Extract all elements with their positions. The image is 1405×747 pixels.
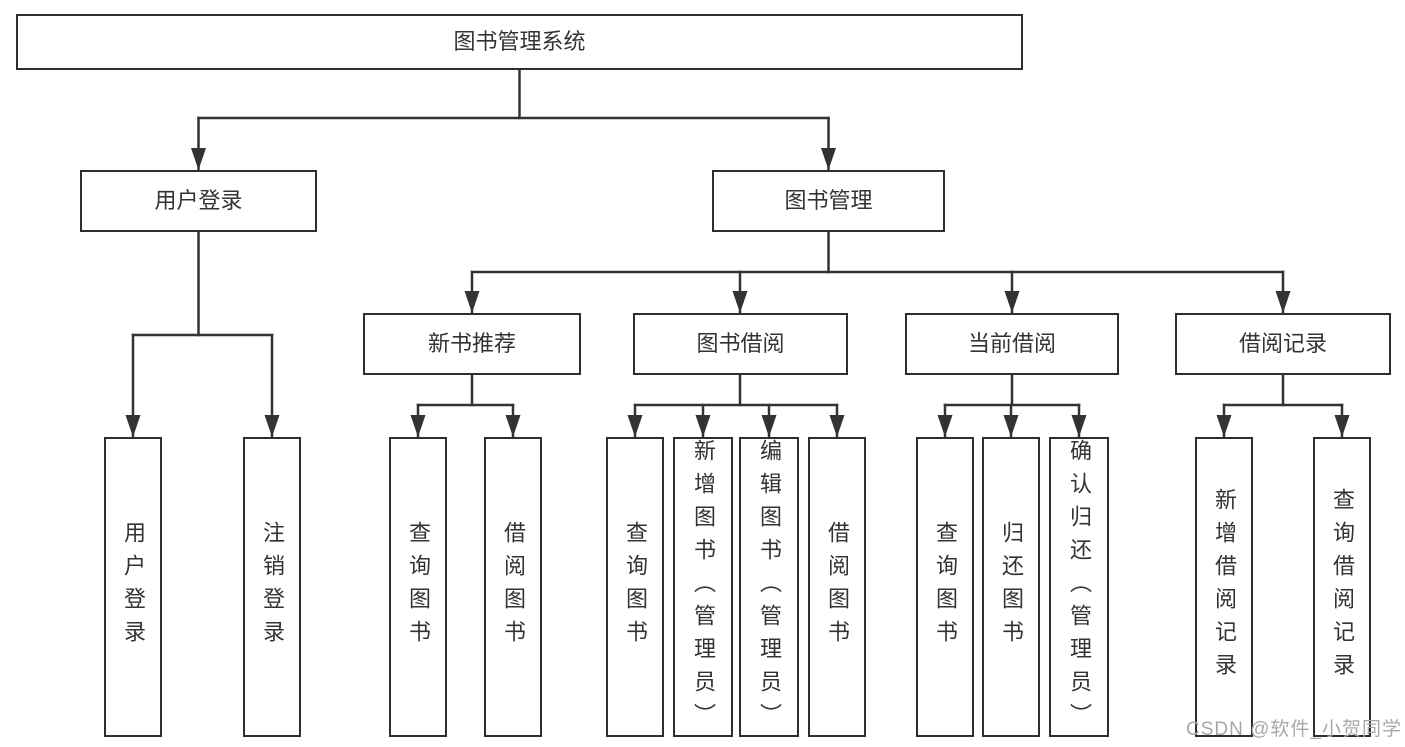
csdn-watermark: CSDN @软件_小贺同学 xyxy=(1186,719,1402,740)
leaf-add-borrow-record: 新增借阅记录 xyxy=(1195,437,1253,737)
leaf-query-books-current: 查询图书 xyxy=(916,437,974,737)
leaf-confirm-return-admin: 确认归还（管理员） xyxy=(1049,437,1109,737)
node-label: 编辑图书（管理员） xyxy=(757,439,782,736)
node-label: 图书管理系统 xyxy=(453,29,586,54)
leaf-add-books-admin: 新增图书（管理员） xyxy=(673,437,733,737)
node-label: 新增借阅记录 xyxy=(1212,488,1237,686)
leaf-borrow-books-recommend: 借阅图书 xyxy=(484,437,542,737)
node-current-borrowing: 当前借阅 xyxy=(905,313,1119,375)
leaf-query-books-recommend: 查询图书 xyxy=(389,437,447,737)
node-label: 新增图书（管理员） xyxy=(691,439,716,736)
node-label: 查询图书 xyxy=(623,521,648,653)
node-book-borrowing: 图书借阅 xyxy=(633,313,848,375)
leaf-edit-books-admin: 编辑图书（管理员） xyxy=(739,437,799,737)
node-label: 归还图书 xyxy=(999,521,1024,653)
node-label: 图书管理 xyxy=(784,188,873,213)
leaf-user-login: 用户登录 xyxy=(104,437,162,737)
node-label: 用户登录 xyxy=(121,521,146,653)
node-user-login: 用户登录 xyxy=(80,170,317,232)
node-label: 查询借阅记录 xyxy=(1330,488,1355,686)
node-new-book-recommendation: 新书推荐 xyxy=(363,313,581,375)
node-label: 查询图书 xyxy=(933,521,958,653)
leaf-return-books: 归还图书 xyxy=(982,437,1040,737)
node-label: 借阅图书 xyxy=(501,521,526,653)
leaf-borrow-books: 借阅图书 xyxy=(808,437,866,737)
node-label: 图书借阅 xyxy=(696,331,785,356)
node-book-management: 图书管理 xyxy=(712,170,945,232)
node-label: 用户登录 xyxy=(154,188,243,213)
leaf-logout: 注销登录 xyxy=(243,437,301,737)
node-label: 当前借阅 xyxy=(967,331,1056,356)
node-library-management-system: 图书管理系统 xyxy=(16,14,1023,70)
node-label: 查询图书 xyxy=(406,521,431,653)
leaf-query-borrow-record: 查询借阅记录 xyxy=(1313,437,1371,737)
node-label: 借阅图书 xyxy=(825,521,850,653)
node-label: 注销登录 xyxy=(260,521,285,653)
node-label: 借阅记录 xyxy=(1238,331,1327,356)
node-label: 新书推荐 xyxy=(427,331,516,356)
node-label: 确认归还（管理员） xyxy=(1067,439,1092,736)
leaf-query-books-borrowing: 查询图书 xyxy=(606,437,664,737)
node-borrowing-records: 借阅记录 xyxy=(1175,313,1391,375)
